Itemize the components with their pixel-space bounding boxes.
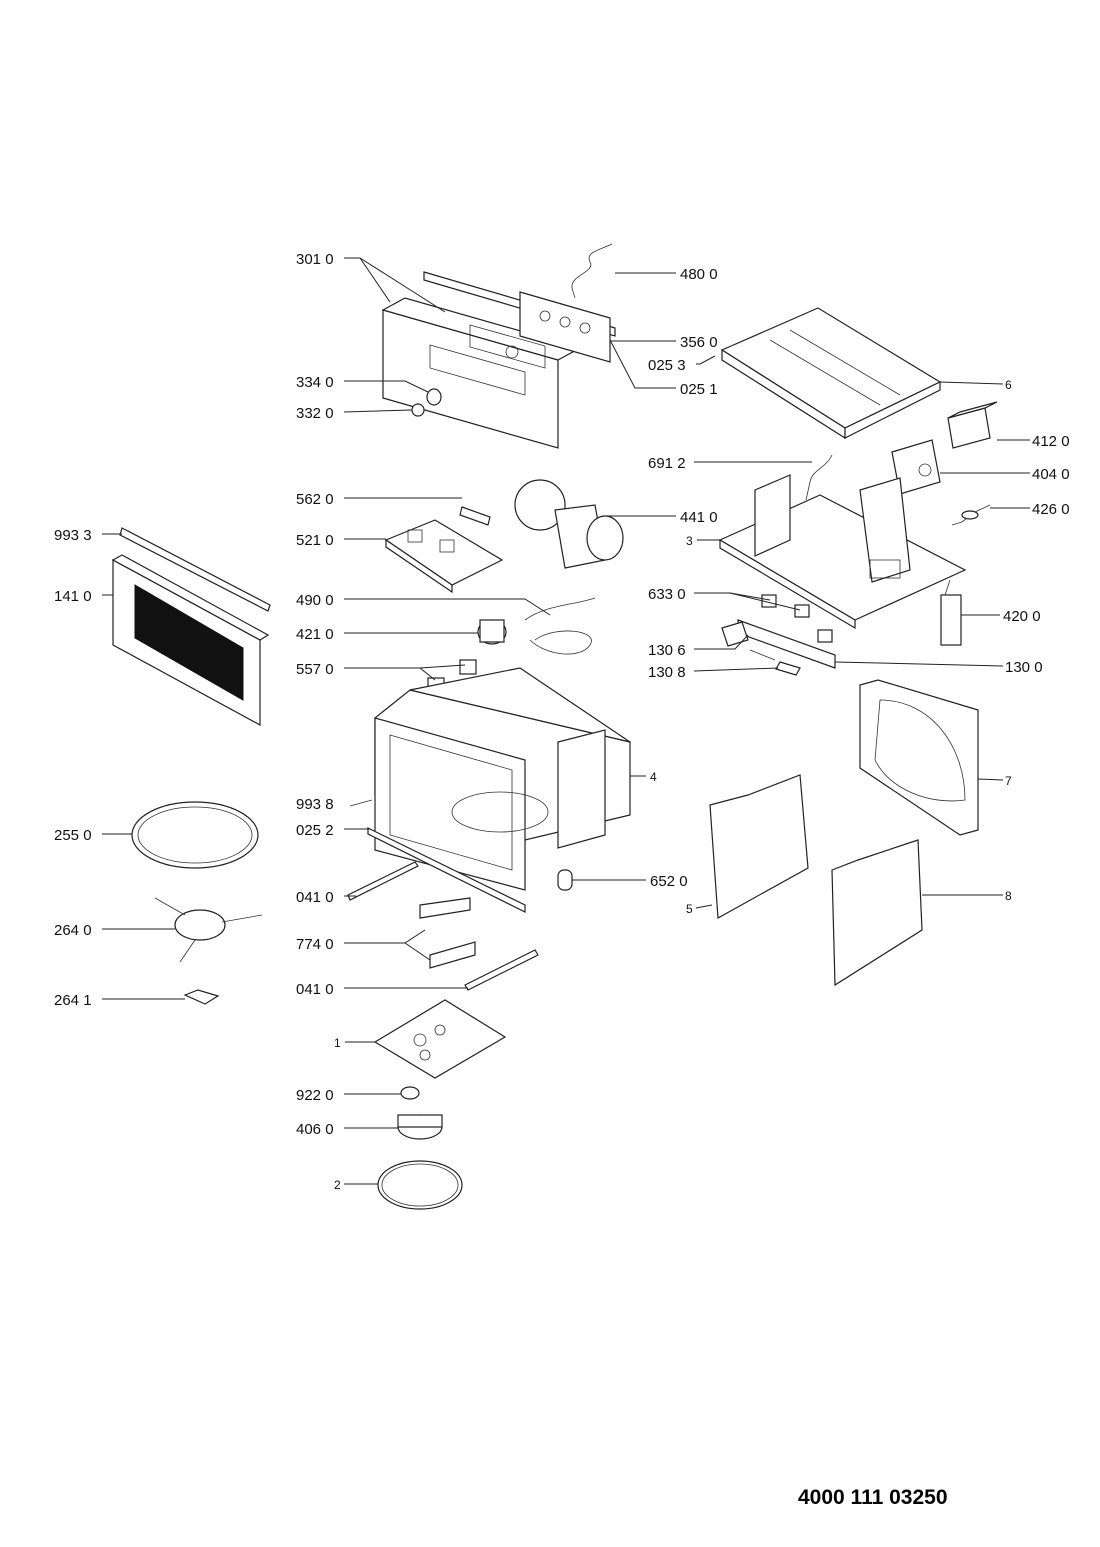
motor-base-plate: [373, 999, 507, 1079]
part-label: 652 0: [650, 873, 688, 890]
control-board: [519, 291, 611, 363]
part-label: 490 0: [296, 592, 334, 609]
part-label: 691 2: [648, 455, 686, 472]
oven-door: [111, 554, 270, 727]
part-label: 406 0: [296, 1121, 334, 1138]
part-label: 521 0: [296, 532, 334, 549]
filter-board: [384, 519, 504, 594]
part-label: 141 0: [54, 588, 92, 605]
part-label: 426 0: [1032, 501, 1070, 518]
part-label: 1: [334, 1036, 341, 1050]
part-label: 441 0: [680, 509, 718, 526]
part-label: 557 0: [296, 661, 334, 678]
part-label: 3: [686, 534, 693, 548]
roller-ring: [154, 897, 263, 963]
washer: [400, 1086, 420, 1100]
part-label: 4: [650, 770, 657, 784]
document-number: 4000 111 03250: [798, 1486, 948, 1509]
part-label: 130 0: [1005, 659, 1043, 676]
fuse: [459, 506, 491, 526]
lamp-652: [557, 869, 573, 891]
turntable-glass-tray: [131, 801, 259, 869]
part-label: 993 8: [296, 796, 334, 813]
part-label: 041 0: [296, 889, 334, 906]
capacitor-421: [477, 619, 507, 645]
part-label: 8: [1005, 889, 1012, 903]
part-label: 774 0: [296, 936, 334, 953]
part-label: 2: [334, 1178, 341, 1192]
part-label: 025 3: [648, 357, 686, 374]
transformer: [947, 401, 998, 449]
part-label: 633 0: [648, 586, 686, 603]
part-label: 025 1: [680, 381, 718, 398]
power-cable: [524, 597, 596, 655]
part-label: 356 0: [680, 334, 718, 351]
part-label: 421 0: [296, 626, 334, 643]
right-side-panel: [831, 839, 923, 987]
part-label: 6: [1005, 378, 1012, 392]
back-panel: [859, 679, 979, 836]
part-labels: 301 0 480 0 356 0 025 3 025 1 334 0 332 …: [54, 251, 1070, 1192]
turntable-coupler: [183, 989, 220, 1005]
screw-993-8: [349, 799, 373, 807]
turntable-motor: [397, 1114, 443, 1140]
oven-cavity: [374, 667, 631, 891]
part-label: 480 0: [680, 266, 718, 283]
part-label: 041 0: [296, 981, 334, 998]
top-cover: [720, 307, 942, 440]
part-label: 993 3: [54, 527, 92, 544]
part-label: 404 0: [1032, 466, 1070, 483]
part-label: 7: [1005, 774, 1012, 788]
wire-691: [805, 454, 833, 501]
bottom-trim-strip: [367, 827, 526, 913]
bottom-cover: [377, 1160, 463, 1210]
leader-lines: [102, 257, 1030, 1185]
part-label: 130 8: [648, 664, 686, 681]
part-label: 264 0: [54, 922, 92, 939]
part-label: 332 0: [296, 405, 334, 422]
rail-lower: [464, 949, 539, 991]
part-label: 130 6: [648, 642, 686, 659]
left-side-panel: [709, 774, 809, 919]
part-label: 562 0: [296, 491, 334, 508]
part-label: 301 0: [296, 251, 334, 268]
part-label: 5: [686, 902, 693, 916]
hv-capacitor: [940, 579, 962, 646]
blower-fan: [514, 479, 624, 569]
part-label: 412 0: [1032, 433, 1070, 450]
part-label: 922 0: [296, 1087, 334, 1104]
brackets: [419, 897, 476, 969]
hv-diode: [951, 504, 991, 526]
part-label: 264 1: [54, 992, 92, 1009]
wire-harness-480: [571, 243, 613, 299]
part-label: 025 2: [296, 822, 334, 839]
part-label: 255 0: [54, 827, 92, 844]
rail-upper: [347, 861, 419, 901]
base-frame: [718, 474, 967, 630]
part-label: 420 0: [1003, 608, 1041, 625]
control-panel-fascia: [381, 297, 582, 449]
magnetron: [891, 439, 941, 495]
door-seal-strip: [119, 527, 271, 612]
part-label: 334 0: [296, 374, 334, 391]
switch-bracket: [721, 619, 836, 676]
